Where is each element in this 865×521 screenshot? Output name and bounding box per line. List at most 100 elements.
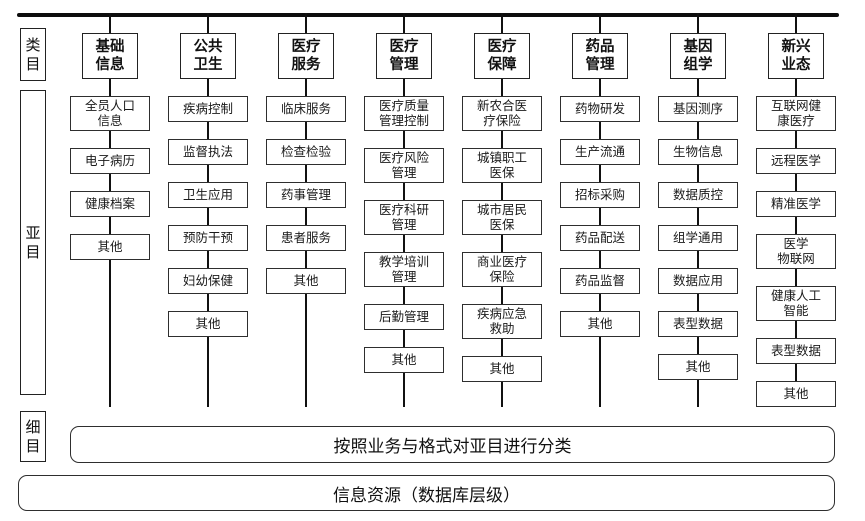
item-box: 药品配送: [560, 225, 640, 251]
item-box: 妇幼保健: [168, 268, 248, 294]
item-box: 组学通用: [658, 225, 738, 251]
item-label-line: 其他: [391, 352, 417, 367]
item-box: 预防干预: [168, 225, 248, 251]
item-box: 精准医学: [756, 191, 836, 217]
category-title-line: 管理: [389, 57, 419, 73]
columns-area: 基础信息全员人口信息电子病历健康档案其他公共卫生疾病控制监督执法卫生应用预防干预…: [61, 13, 845, 407]
item-box: 表型数据: [658, 311, 738, 337]
item-label-line: 疾病应急: [476, 307, 527, 321]
item-label-line: 预防干预: [182, 230, 233, 245]
category-title-line: 新兴: [781, 39, 811, 55]
category-title-line: 管理: [585, 57, 615, 73]
category-column: 新兴业态互联网健康医疗远程医学精准医学医学物联网健康人工智能表型数据其他: [747, 13, 845, 407]
item-label-line: 其他: [489, 361, 515, 376]
item-box: 其他: [70, 234, 150, 260]
item-box: 医疗质量管理控制: [364, 96, 444, 131]
item-label-line: 健康档案: [84, 196, 135, 211]
item-box: 医疗科研管理: [364, 200, 444, 235]
item-label-line: 数据应用: [672, 273, 723, 288]
category-column: 基因组学基因测序生物信息数据质控组学通用数据应用表型数据其他: [649, 13, 747, 407]
detail-classification-bar-text: 按照业务与格式对亚目进行分类: [333, 437, 572, 456]
item-label-line: 康医疗: [777, 113, 815, 128]
category-title-line: 药品: [585, 39, 615, 55]
item-box: 药事管理: [266, 182, 346, 208]
row-label-detail-text: 细目: [25, 418, 41, 455]
item-label-line: 教学培训: [378, 255, 429, 269]
item-box: 检查检验: [266, 139, 346, 165]
category-title-line: 组学: [683, 57, 713, 73]
row-label-subcategory-text: 亚目: [25, 224, 41, 261]
item-box: 城市居民医保: [462, 200, 542, 235]
category-column: 基础信息全员人口信息电子病历健康档案其他: [61, 13, 159, 407]
item-label-line: 医疗科研: [378, 203, 429, 217]
item-label-line: 检查检验: [280, 144, 331, 159]
item-box: 其他: [266, 268, 346, 294]
item-box: 电子病历: [70, 148, 150, 174]
item-label-line: 其他: [783, 386, 809, 401]
row-label-category-text: 类目: [25, 36, 41, 73]
item-label-line: 城市居民: [476, 203, 527, 217]
category-box: 医疗管理: [376, 33, 432, 79]
item-box: 其他: [462, 356, 542, 382]
category-box: 医疗服务: [278, 33, 334, 79]
item-label-line: 精准医学: [770, 196, 821, 211]
item-label-line: 卫生应用: [182, 187, 233, 202]
item-box: 药品监督: [560, 268, 640, 294]
item-label-line: 生产流通: [574, 144, 625, 159]
item-box: 疾病控制: [168, 96, 248, 122]
category-box: 公共卫生: [180, 33, 236, 79]
item-box: 生物信息: [658, 139, 738, 165]
item-box: 互联网健康医疗: [756, 96, 836, 131]
item-box: 监督执法: [168, 139, 248, 165]
item-box: 其他: [560, 311, 640, 337]
item-label-line: 管理: [391, 165, 417, 180]
category-title-line: 业态: [781, 57, 811, 73]
item-label-line: 互联网健: [770, 99, 821, 113]
item-box: 生产流通: [560, 139, 640, 165]
item-box: 后勤管理: [364, 304, 444, 330]
item-label-line: 其他: [97, 239, 123, 254]
item-box: 商业医疗保险: [462, 252, 542, 287]
item-box: 其他: [756, 381, 836, 407]
item-box: 全员人口信息: [70, 96, 150, 131]
item-label-line: 其他: [587, 316, 613, 331]
category-title-line: 服务: [291, 57, 321, 73]
item-label-line: 医疗风险: [378, 151, 429, 165]
item-label-line: 新农合医: [476, 99, 527, 113]
item-label-line: 药物研发: [574, 101, 625, 116]
item-label-line: 患者服务: [280, 230, 331, 245]
item-label-line: 管理: [391, 269, 417, 284]
item-label-line: 其他: [293, 273, 319, 288]
column-connector-line: [207, 13, 209, 407]
category-title-line: 公共: [193, 39, 223, 55]
item-label-line: 表型数据: [770, 343, 821, 358]
item-label-line: 生物信息: [672, 144, 723, 159]
category-title-line: 医疗: [291, 39, 321, 55]
item-label-line: 招标采购: [574, 187, 625, 202]
detail-classification-bar: 按照业务与格式对亚目进行分类: [70, 426, 835, 463]
item-label-line: 管理: [391, 217, 417, 232]
top-connector-line: [17, 13, 839, 17]
category-column: 医疗服务临床服务检查检验药事管理患者服务其他: [257, 13, 355, 407]
item-box: 医学物联网: [756, 234, 836, 269]
category-box: 医疗保障: [474, 33, 530, 79]
item-box: 远程医学: [756, 148, 836, 174]
item-label-line: 医保: [489, 217, 515, 232]
item-label-line: 医疗质量: [378, 99, 429, 113]
resource-layer-bar: 信息资源（数据库层级）: [18, 475, 835, 511]
item-label-line: 医学: [783, 237, 809, 251]
item-box: 城镇职工医保: [462, 148, 542, 183]
item-label-line: 城镇职工: [476, 151, 527, 165]
item-label-line: 疾病控制: [182, 101, 233, 116]
item-label-line: 药品配送: [574, 230, 625, 245]
category-box: 新兴业态: [768, 33, 824, 79]
category-column: 药品管理药物研发生产流通招标采购药品配送药品监督其他: [551, 13, 649, 407]
category-title-line: 卫生: [193, 57, 223, 73]
category-title-line: 医疗: [487, 39, 517, 55]
item-box: 药物研发: [560, 96, 640, 122]
item-box: 健康人工智能: [756, 286, 836, 321]
item-label-line: 组学通用: [672, 230, 723, 245]
item-label-line: 远程医学: [770, 153, 821, 168]
item-box: 医疗风险管理: [364, 148, 444, 183]
